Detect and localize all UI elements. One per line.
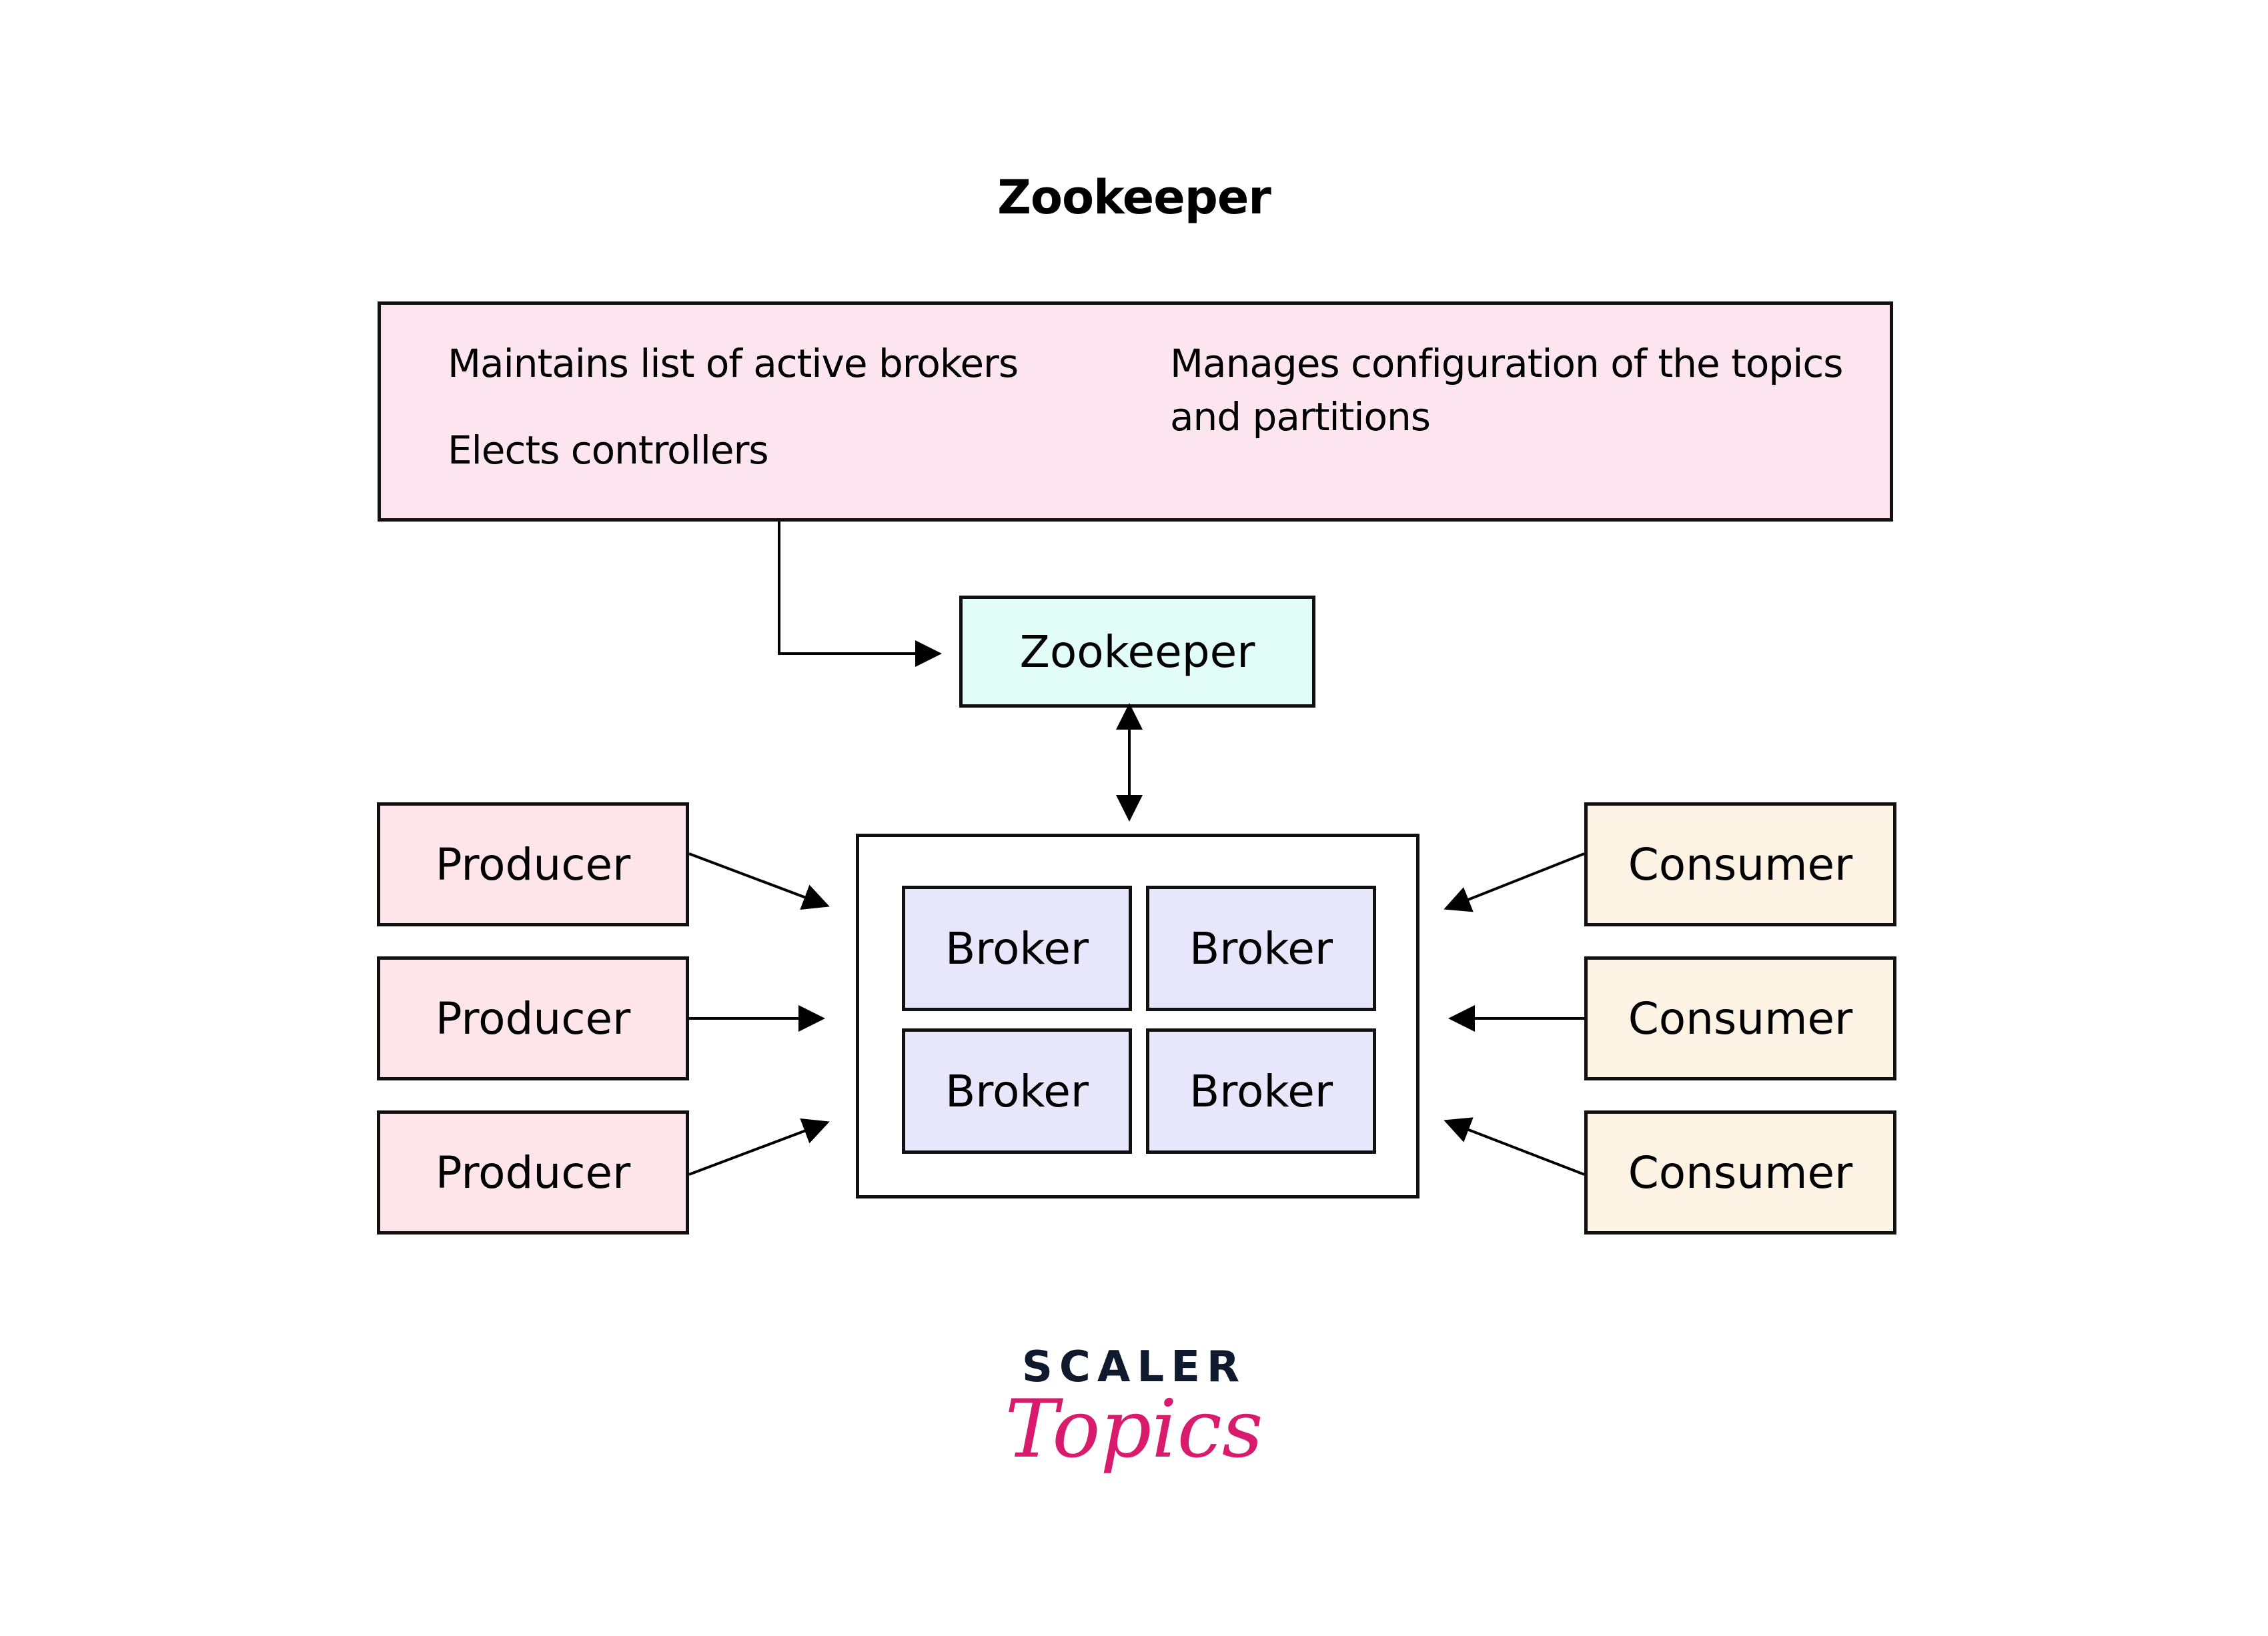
broker-2: Broker bbox=[1146, 886, 1376, 1011]
consumer-3-arrow bbox=[1444, 1117, 1585, 1176]
consumer-label: Consumer bbox=[1628, 992, 1853, 1044]
broker-3: Broker bbox=[902, 1028, 1132, 1154]
broker-label: Broker bbox=[1189, 1065, 1333, 1117]
consumer-1-arrow bbox=[1444, 852, 1585, 912]
producer-label: Producer bbox=[435, 992, 631, 1044]
consumer-1: Consumer bbox=[1584, 802, 1896, 926]
responsibility-manage-config-line2: and partitions bbox=[1170, 394, 1431, 440]
broker-label: Broker bbox=[1189, 922, 1333, 974]
producer-label: Producer bbox=[435, 1146, 631, 1198]
producer-2: Producer bbox=[377, 956, 689, 1080]
info-to-zookeeper-arrow bbox=[778, 522, 942, 667]
responsibility-active-brokers: Maintains list of active brokers bbox=[448, 341, 1019, 386]
diagram-title: Zookeeper bbox=[997, 170, 1271, 225]
producer-1: Producer bbox=[377, 802, 689, 926]
consumer-label: Consumer bbox=[1628, 838, 1853, 890]
logo-topics-text: Topics bbox=[1005, 1383, 1263, 1476]
producer-3: Producer bbox=[377, 1110, 689, 1235]
broker-4: Broker bbox=[1146, 1028, 1376, 1154]
zookeeper-node-label: Zookeeper bbox=[1019, 626, 1255, 678]
responsibility-manage-config-line1: Manages configuration of the topics bbox=[1170, 341, 1843, 386]
producer-label: Producer bbox=[435, 838, 631, 890]
broker-1: Broker bbox=[902, 886, 1132, 1011]
scaler-topics-logo: SCALER Topics bbox=[1001, 1341, 1267, 1527]
producer-1-arrow bbox=[688, 852, 830, 910]
zookeeper-responsibilities-box: Maintains list of active brokers Elects … bbox=[378, 301, 1893, 522]
broker-label: Broker bbox=[945, 922, 1089, 974]
consumer-label: Consumer bbox=[1628, 1146, 1853, 1198]
responsibility-elect-controllers: Elects controllers bbox=[448, 428, 769, 473]
logo-scaler-text: SCALER bbox=[1021, 1343, 1247, 1392]
broker-label: Broker bbox=[945, 1065, 1089, 1117]
producer-3-arrow bbox=[688, 1118, 830, 1176]
consumer-3: Consumer bbox=[1584, 1110, 1896, 1235]
consumer-2: Consumer bbox=[1584, 956, 1896, 1080]
